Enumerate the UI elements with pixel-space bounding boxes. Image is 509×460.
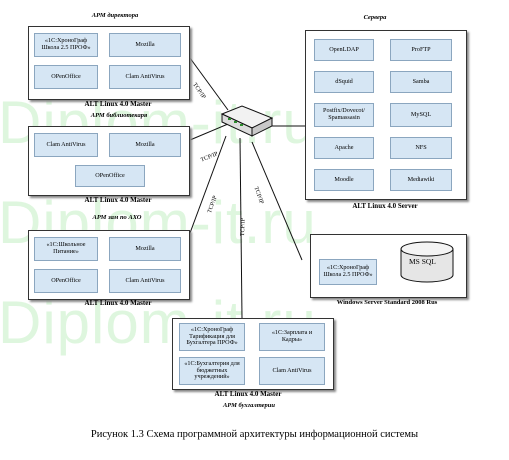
accounting-panel: «1С:ХроноГраф Тарификация для Бухгалтера… bbox=[172, 318, 334, 390]
director-app-1: «1С:ХроноГраф Школа 2.5 ПРОФ» bbox=[34, 33, 98, 57]
servers-panel: OpenLDAP ProFTP dSquid Samba Postfix/Dov… bbox=[305, 30, 467, 200]
accounting-app-3: «1С:Бухгалтерия для бюджетных учреждений… bbox=[179, 357, 245, 385]
accounting-app-1: «1С:ХроноГраф Тарификация для Бухгалтера… bbox=[179, 323, 245, 351]
server-app-6: MySQL bbox=[390, 103, 452, 127]
library-app-2: Mozilla bbox=[109, 133, 181, 157]
server-app-9: Moodle bbox=[314, 169, 374, 191]
aho-os: ALT Linux 4.0 Master bbox=[84, 299, 152, 307]
database-icon bbox=[400, 241, 454, 283]
database-label: MS SQL bbox=[409, 257, 436, 266]
library-title: АРМ библиотекаря bbox=[90, 112, 148, 119]
aho-app-1: «1С:Школьное Питание» bbox=[34, 237, 98, 261]
server-app-8: NFS bbox=[390, 137, 452, 159]
library-app-1: Clam AntiVirus bbox=[34, 133, 98, 157]
accounting-os: ALT Linux 4.0 Master bbox=[214, 390, 282, 398]
server-app-2: ProFTP bbox=[390, 39, 452, 61]
windows-app: «1С:ХроноГраф Школа 2.5 ПРОФ» bbox=[319, 259, 377, 285]
protocol-label-accounting: TCP/IP bbox=[240, 217, 247, 237]
library-os: ALT Linux 4.0 Master bbox=[84, 196, 152, 204]
servers-title: Сервера bbox=[363, 14, 387, 21]
aho-panel: «1С:Школьное Питание» Mozilla OPenOffice… bbox=[28, 230, 190, 300]
library-panel: Clam AntiVirus Mozilla OPenOffice bbox=[28, 126, 190, 196]
server-app-10: Mediawiki bbox=[390, 169, 452, 191]
network-switch-icon bbox=[220, 105, 274, 137]
accounting-app-2: «1С:Зарплата и Кадры» bbox=[259, 323, 325, 351]
accounting-title: АРМ бухгалтерии bbox=[222, 402, 276, 409]
figure-caption: Рисунок 1.3 Схема программной архитектур… bbox=[90, 429, 419, 440]
director-os: ALT Linux 4.0 Master bbox=[84, 100, 152, 108]
windows-os: Windows Server Standard 2008 Rus bbox=[336, 299, 438, 306]
aho-app-3: OPenOffice bbox=[34, 269, 98, 293]
director-title: АРМ директора bbox=[91, 12, 139, 19]
server-app-4: Samba bbox=[390, 71, 452, 93]
director-app-4: Clam AntiVirus bbox=[109, 65, 181, 89]
aho-app-4: Clam AntiVirus bbox=[109, 269, 181, 293]
director-app-2: Mozilla bbox=[109, 33, 181, 57]
server-app-5: Postfix/Dovecot/ Spamassasin bbox=[314, 103, 374, 127]
server-app-3: dSquid bbox=[314, 71, 374, 93]
accounting-app-4: Clam AntiVirus bbox=[259, 357, 325, 385]
aho-title: АРМ зам по АХО bbox=[92, 214, 142, 221]
server-app-7: Apache bbox=[314, 137, 374, 159]
director-panel: «1С:ХроноГраф Школа 2.5 ПРОФ» Mozilla OP… bbox=[28, 26, 190, 100]
director-app-3: OPenOffice bbox=[34, 65, 98, 89]
library-app-3: OPenOffice bbox=[75, 165, 145, 187]
servers-os: ALT Linux 4.0 Server bbox=[352, 202, 418, 210]
aho-app-2: Mozilla bbox=[109, 237, 181, 261]
windows-panel: «1С:ХроноГраф Школа 2.5 ПРОФ» MS SQL bbox=[310, 234, 467, 298]
server-app-1: OpenLDAP bbox=[314, 39, 374, 61]
